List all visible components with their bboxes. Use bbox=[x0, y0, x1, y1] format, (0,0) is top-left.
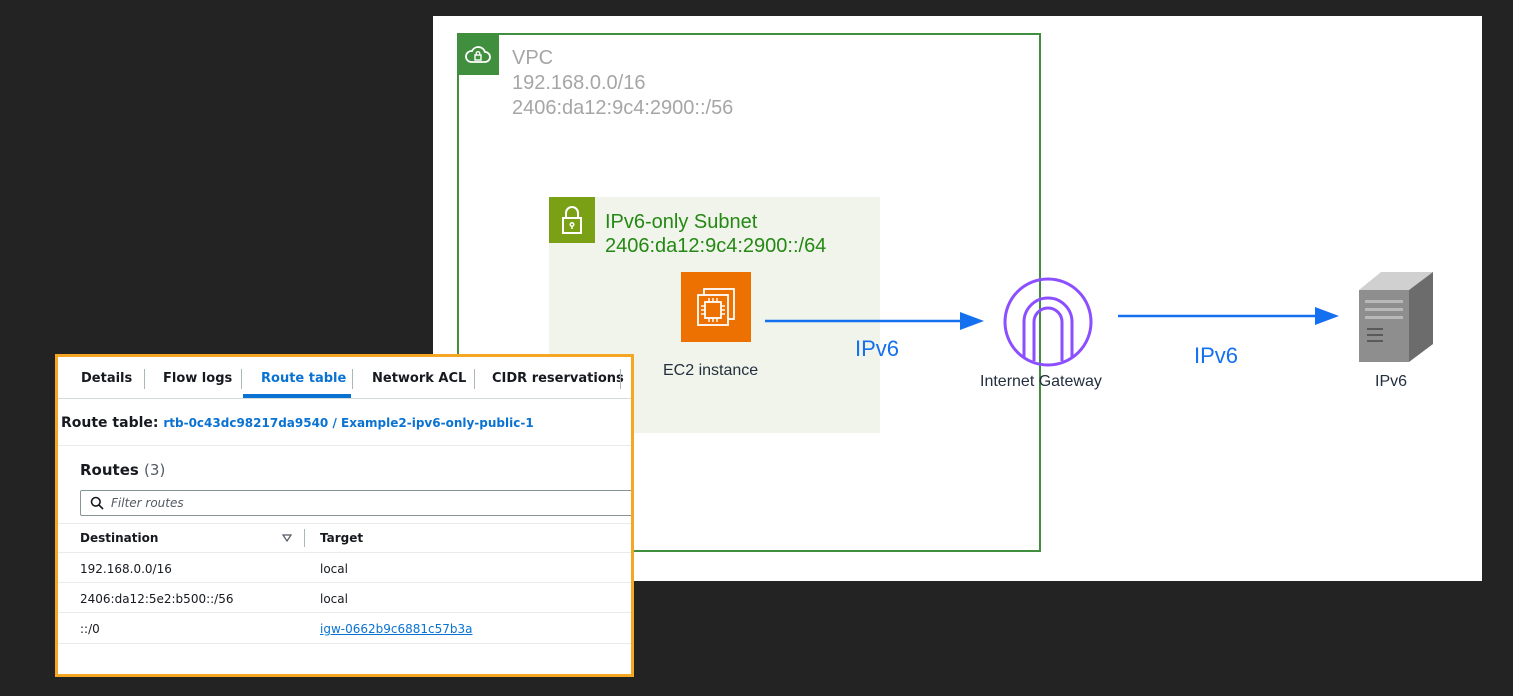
filter-placeholder: Filter routes bbox=[111, 496, 184, 510]
vpc-label: VPC bbox=[512, 47, 554, 69]
route-table-title: Route table: rtb-0c43dc98217da9540 / Exa… bbox=[61, 415, 534, 431]
tab-cidr-reservations[interactable]: CIDR reservations bbox=[492, 371, 624, 386]
ec2-instance-label: EC2 instance bbox=[663, 362, 759, 379]
route-table-panel: Details Flow logs Route table Network AC… bbox=[55, 354, 634, 677]
filter-routes-input[interactable]: Filter routes bbox=[80, 490, 631, 516]
tab-flow-logs[interactable]: Flow logs bbox=[163, 371, 233, 386]
route-destination-2: 2406:da12:5e2:b500::/56 bbox=[80, 592, 234, 606]
column-header-target[interactable]: Target bbox=[320, 531, 364, 545]
subnet-label: IPv6-only Subnet bbox=[605, 211, 758, 233]
active-tab-indicator bbox=[243, 394, 351, 398]
route-destination-3: ::/0 bbox=[80, 622, 100, 636]
ec2-to-igw-arrow bbox=[765, 312, 984, 330]
column-header-destination[interactable]: Destination bbox=[80, 531, 159, 545]
search-icon bbox=[90, 496, 104, 510]
route-table-link[interactable]: rtb-0c43dc98217da9540 / Example2-ipv6-on… bbox=[163, 416, 534, 430]
vpc-ipv6-cidr: 2406:da12:9c4:2900::/56 bbox=[512, 97, 734, 119]
vpc-ipv4-cidr: 192.168.0.0/16 bbox=[512, 72, 646, 94]
tab-network-acl[interactable]: Network ACL bbox=[372, 371, 467, 386]
vpc-container bbox=[457, 33, 1041, 552]
sort-caret-icon[interactable] bbox=[282, 534, 292, 542]
route-table-prefix: Route table: bbox=[61, 415, 159, 431]
tab-details[interactable]: Details bbox=[81, 371, 133, 386]
route-target-3-link[interactable]: igw-0662b9c6881c57b3a bbox=[320, 622, 473, 636]
route-target-2: local bbox=[320, 592, 348, 606]
ec2-chip-icon bbox=[681, 272, 751, 342]
routes-title: Routes bbox=[80, 461, 139, 479]
internet-gateway-label: Internet Gateway bbox=[980, 373, 1102, 390]
routes-header: Routes (3) bbox=[80, 461, 165, 479]
routes-count: (3) bbox=[144, 461, 166, 479]
server-icon bbox=[1359, 272, 1433, 362]
igw-to-server-arrow bbox=[1118, 307, 1339, 325]
server-label: IPv6 bbox=[1375, 373, 1408, 390]
route-target-1: local bbox=[320, 562, 348, 576]
tab-bar: Details Flow logs Route table Network AC… bbox=[58, 357, 631, 399]
padlock-icon bbox=[549, 197, 595, 243]
internet-gateway-icon bbox=[1003, 277, 1093, 367]
subnet-cidr: 2406:da12:9c4:2900::/64 bbox=[605, 235, 827, 257]
arrow-label-ipv6-1: IPv6 bbox=[855, 336, 900, 361]
tab-route-table[interactable]: Route table bbox=[261, 371, 347, 386]
cloud-lock-icon bbox=[457, 33, 499, 75]
arrow-label-ipv6-2: IPv6 bbox=[1194, 343, 1239, 368]
route-destination-1: 192.168.0.0/16 bbox=[80, 562, 172, 576]
